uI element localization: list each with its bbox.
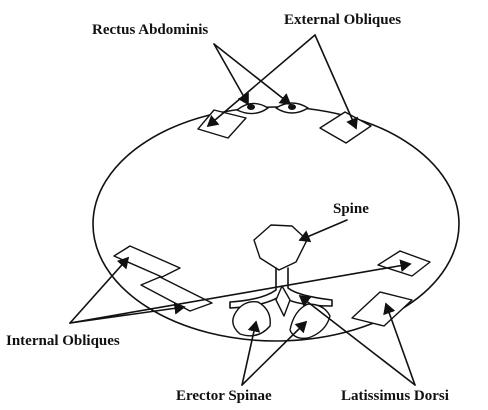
label-internal-obliques: Internal Obliques (6, 333, 120, 349)
label-rectus-abdominis: Rectus Abdominis (92, 22, 208, 38)
external-obliques-muscles (198, 110, 371, 143)
label-latissimus-dorsi: Latissimus Dorsi (341, 388, 449, 404)
label-spine: Spine (333, 201, 369, 217)
external-oblique-right (320, 112, 371, 143)
internal-oblique-left-lower (141, 277, 212, 311)
latissimus-dorsi-right (352, 292, 412, 326)
erector-spinae-right (290, 304, 330, 338)
label-erector-spinae: Erector Spinae (176, 388, 272, 404)
spinous-process (276, 286, 290, 316)
spine-structure (230, 225, 332, 316)
label-external-obliques: External Obliques (284, 12, 401, 28)
internal-oblique-right (378, 251, 430, 276)
vertebral-body (254, 225, 307, 270)
